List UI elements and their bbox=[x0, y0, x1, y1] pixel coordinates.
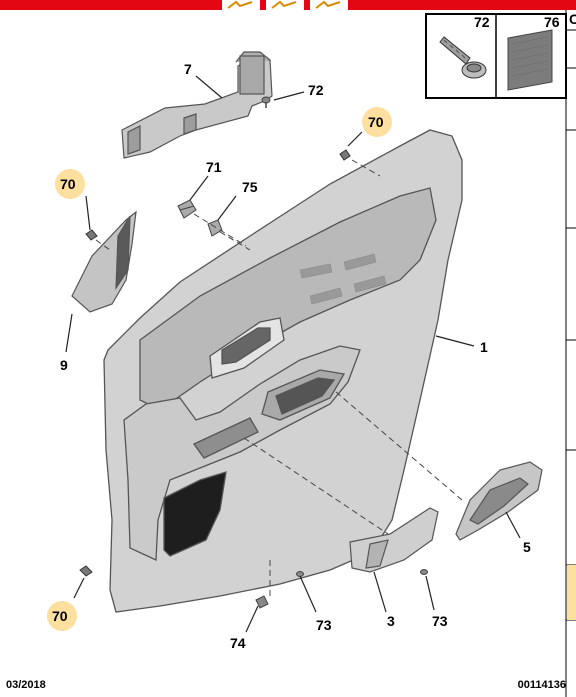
callout-70-top: 70 bbox=[368, 114, 384, 130]
part-75-clip bbox=[207, 219, 223, 237]
screw-73-mid bbox=[296, 571, 304, 577]
callout-73-mid: 73 bbox=[316, 617, 332, 633]
screw-73-right bbox=[420, 569, 428, 575]
leader-lines bbox=[65, 75, 521, 633]
callout-70-bottom: 70 bbox=[52, 608, 68, 624]
clip-70-top bbox=[339, 149, 351, 161]
callout-72: 72 bbox=[308, 82, 324, 98]
part-7-bracket bbox=[121, 51, 273, 159]
part-71-clip bbox=[177, 199, 197, 219]
callout-9: 9 bbox=[60, 357, 68, 373]
clip-70-bottom bbox=[79, 565, 93, 577]
screw-icon bbox=[439, 36, 487, 79]
callout-71: 71 bbox=[206, 159, 222, 175]
clip-70-left bbox=[85, 229, 98, 241]
callout-3: 3 bbox=[387, 613, 395, 629]
part-5-handle bbox=[455, 461, 543, 541]
header-icons bbox=[222, 0, 348, 10]
footer-reference: 00114136 bbox=[517, 679, 566, 691]
assembly-dash-lines bbox=[95, 159, 463, 600]
part-9-trim bbox=[71, 210, 137, 313]
inset-label-76: 76 bbox=[544, 14, 560, 30]
highlight-70-bottom bbox=[47, 601, 77, 631]
highlight-70-left bbox=[55, 169, 85, 199]
footer-date: 03/2018 bbox=[6, 679, 46, 691]
callout-1: 1 bbox=[480, 339, 488, 355]
callout-5: 5 bbox=[523, 539, 531, 555]
part-3-cover bbox=[349, 507, 439, 573]
callout-75: 75 bbox=[242, 179, 258, 195]
callout-73-right: 73 bbox=[432, 613, 448, 629]
side-table-label: C bbox=[569, 11, 576, 27]
callout-74: 74 bbox=[230, 635, 246, 651]
inset-label-72: 72 bbox=[474, 14, 490, 30]
screw-74 bbox=[255, 595, 269, 609]
side-table bbox=[565, 10, 576, 697]
callout-70-left: 70 bbox=[60, 176, 76, 192]
highlight-70-top bbox=[362, 107, 392, 137]
part-1-door-panel bbox=[103, 129, 463, 613]
part-72-screw bbox=[261, 96, 271, 108]
foam-pad-icon bbox=[507, 29, 553, 91]
callout-7: 7 bbox=[184, 61, 192, 77]
